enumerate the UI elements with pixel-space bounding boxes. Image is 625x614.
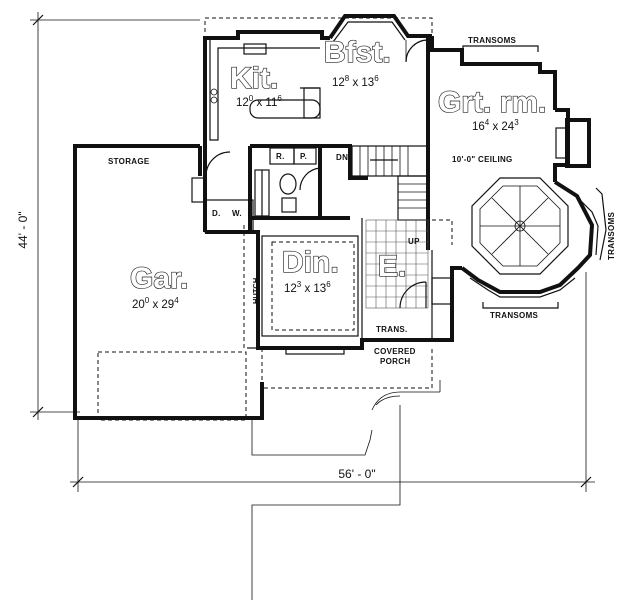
octagon-ceiling — [471, 177, 569, 275]
entry-name: E. — [378, 250, 406, 283]
transoms-top-label: TRANSOMS — [468, 36, 517, 45]
dining-name: Din. — [282, 246, 339, 279]
garage-name: Gar. — [130, 262, 188, 295]
breakfast-name: Bfst. — [324, 36, 391, 69]
porch-label: PORCH — [380, 357, 410, 366]
breakfast-bay — [332, 21, 429, 63]
dining-size: 123 x 136 — [284, 280, 331, 295]
kitchen-size: 120 x 116 — [236, 94, 282, 109]
entry-tile — [365, 219, 453, 309]
fireplace — [555, 118, 591, 168]
storage-label: STORAGE — [108, 157, 150, 166]
driveway-lines — [251, 380, 441, 600]
hutch-label: HUTCH — [251, 278, 260, 304]
ceiling-label: 10'-0" CEILING — [452, 155, 513, 164]
kitchen-name: Kit. — [230, 62, 278, 95]
garage-size: 200 x 294 — [132, 296, 179, 311]
utility-rooms — [191, 147, 321, 233]
bay-windows — [469, 199, 599, 298]
transoms-bottom-label: TRANSOMS — [490, 311, 539, 320]
width-dimension-line — [70, 272, 595, 492]
breakfast-size: 128 x 136 — [332, 74, 379, 89]
trans-label: TRANS. — [376, 325, 408, 334]
pantry-label: P. — [300, 152, 307, 161]
washer-label: W. — [232, 209, 242, 218]
stair-down-label: DN — [336, 153, 348, 162]
transom-brackets — [462, 45, 607, 309]
covered-label: COVERED — [374, 347, 416, 356]
stair-up-label: UP — [408, 237, 420, 246]
staircase — [351, 145, 429, 221]
depth-dimension: 44' - 0" — [16, 211, 30, 248]
great-room-size: 164 x 243 — [472, 118, 519, 133]
width-dimension: 56' - 0" — [338, 467, 375, 481]
depth-dimension-line — [30, 12, 200, 420]
great-room-name: Grt. rm. — [438, 86, 546, 119]
dryer-label: D. — [212, 209, 221, 218]
dining-room — [261, 235, 359, 355]
transoms-side-label: TRANSOMS — [607, 211, 616, 260]
kitchen-counters — [209, 40, 321, 141]
outline-dashes — [204, 17, 453, 389]
garage-walls — [73, 144, 264, 421]
range-label: R. — [276, 152, 285, 161]
